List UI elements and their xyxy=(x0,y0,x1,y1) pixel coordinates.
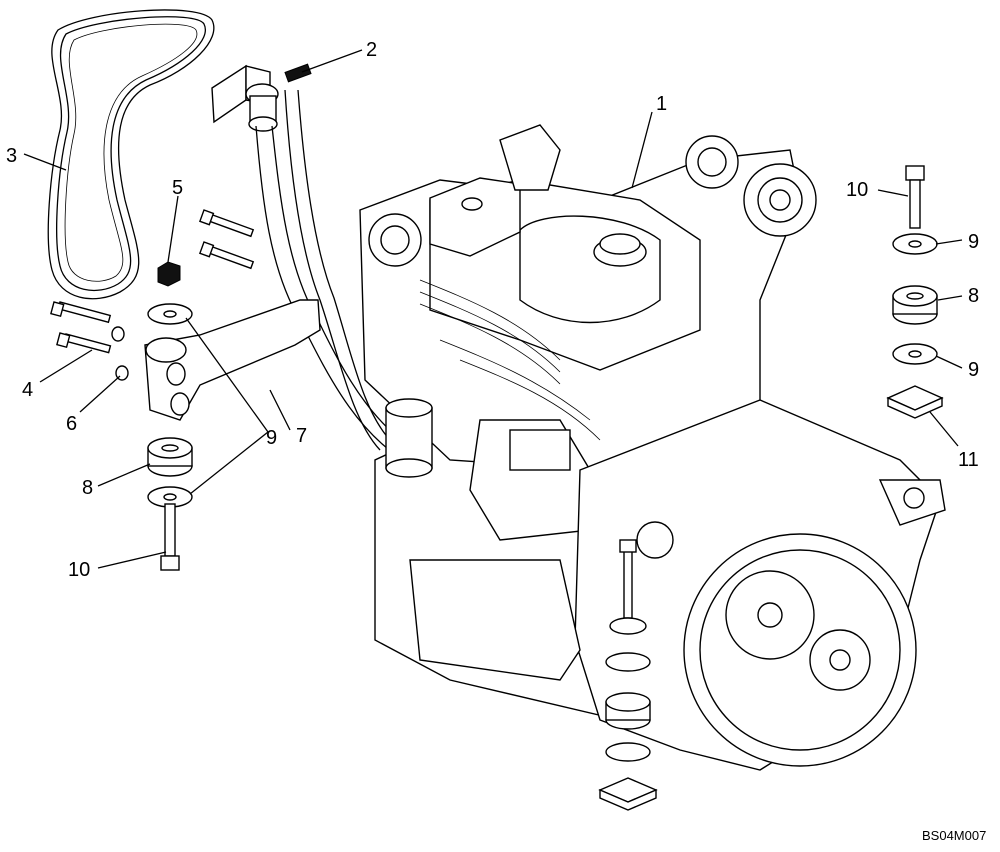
callout-7: 7 xyxy=(296,425,307,447)
engine-block xyxy=(359,124,946,771)
callout-1: 1 xyxy=(656,93,667,115)
callout-5: 5 xyxy=(172,177,183,199)
left-mount-bracket xyxy=(144,299,321,421)
callout-9-right-top: 9 xyxy=(968,231,979,253)
drive-belt xyxy=(47,9,215,300)
left-bolts xyxy=(50,301,129,381)
callout-8-right: 8 xyxy=(968,285,979,307)
callout-2: 2 xyxy=(366,39,377,61)
callout-9-right-bottom: 9 xyxy=(968,359,979,381)
callout-6: 6 xyxy=(66,413,77,435)
callout-9-left: 9 xyxy=(266,427,277,449)
right-mount-stack xyxy=(886,165,944,419)
callout-11: 11 xyxy=(958,449,979,471)
left-mount-stack xyxy=(147,437,193,571)
leader-lines xyxy=(23,49,963,569)
callout-8-left: 8 xyxy=(82,477,93,499)
callout-10-left: 10 xyxy=(68,559,90,581)
drawing-code: BS04M007 xyxy=(922,828,986,843)
callout-4: 4 xyxy=(22,379,33,401)
callout-3: 3 xyxy=(6,145,17,167)
callout-labels: 1 2 3 4 5 6 7 8 9 10 10 9 8 9 11 xyxy=(6,39,979,581)
upper-bolts xyxy=(198,209,255,270)
fuel-filter-assembly xyxy=(211,63,433,471)
center-mount-stack xyxy=(598,539,658,811)
nut xyxy=(147,261,193,325)
callout-10-right: 10 xyxy=(846,179,868,201)
